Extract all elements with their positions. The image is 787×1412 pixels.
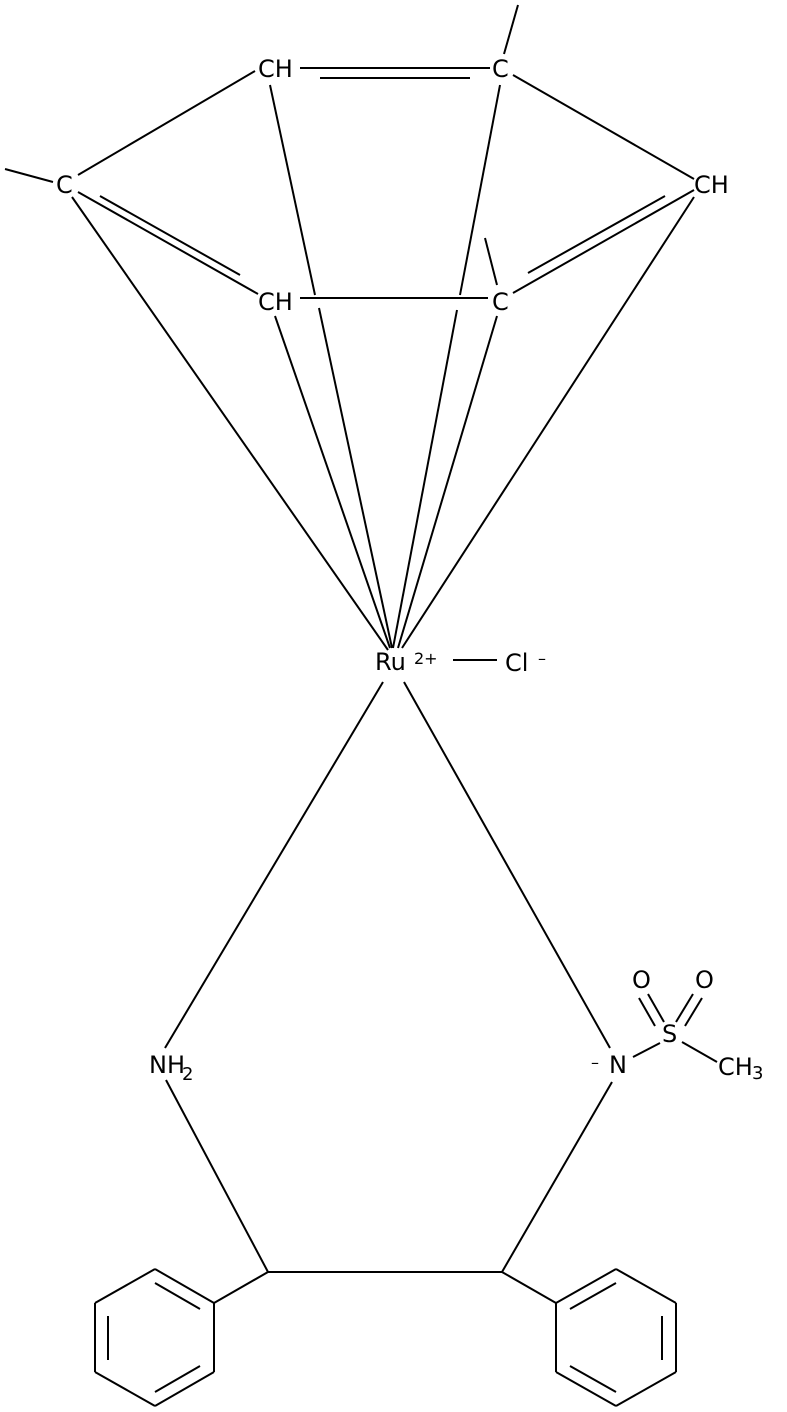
bond xyxy=(512,189,695,294)
arene-ring xyxy=(4,4,695,299)
bond xyxy=(647,993,665,1023)
bond xyxy=(675,993,694,1023)
atom-labels: CH C C CH CH C Ru 2+ Cl – NH 2 – N S O O… xyxy=(56,55,763,1085)
bond xyxy=(154,1282,201,1310)
bond xyxy=(269,84,316,296)
bond xyxy=(154,1365,201,1393)
bond xyxy=(501,1271,557,1304)
atom-label: CH xyxy=(258,288,293,316)
atom-label: C xyxy=(56,171,73,199)
phenyl-ring-left xyxy=(94,1268,215,1407)
bond xyxy=(527,195,666,274)
bond xyxy=(632,1042,661,1058)
bond xyxy=(569,1282,617,1310)
bond xyxy=(503,4,519,55)
eta6-coordination xyxy=(71,84,695,651)
bond xyxy=(681,1041,718,1063)
phenyl-ring-right xyxy=(555,1268,677,1407)
diamine-backbone xyxy=(165,1079,613,1304)
bond xyxy=(213,1271,269,1304)
bond xyxy=(555,1371,617,1407)
bond xyxy=(569,1365,617,1393)
ruthenium-charge: 2+ xyxy=(414,649,438,668)
bond xyxy=(77,191,259,295)
bond xyxy=(555,1268,617,1304)
atom-label: C xyxy=(492,288,509,316)
bond xyxy=(684,997,703,1027)
amine-subscript: 2 xyxy=(182,1064,193,1085)
oxygen-label: O xyxy=(695,966,714,994)
bond xyxy=(99,195,241,276)
bond xyxy=(403,681,611,1049)
amide-label: N xyxy=(609,1051,627,1079)
bond xyxy=(318,307,393,649)
bond xyxy=(401,196,695,649)
amine-label: NH xyxy=(149,1051,185,1079)
bond xyxy=(274,315,391,649)
sulfonyl-group xyxy=(632,993,718,1063)
methyl-subscript: 3 xyxy=(752,1063,763,1084)
bond xyxy=(615,1268,677,1304)
bond xyxy=(615,1371,677,1407)
bond xyxy=(501,1081,613,1273)
chloride-charge: – xyxy=(538,649,546,668)
bond xyxy=(512,74,695,180)
bond xyxy=(71,196,389,651)
bond xyxy=(165,1079,269,1273)
bond xyxy=(392,309,458,649)
atom-label: CH xyxy=(694,171,729,199)
sulfur-label: S xyxy=(662,1020,677,1048)
methyl-label: CH xyxy=(718,1053,753,1081)
bond xyxy=(94,1371,156,1407)
bond xyxy=(638,997,656,1027)
chloride-label: Cl xyxy=(505,649,528,677)
bond xyxy=(94,1268,156,1304)
bond xyxy=(154,1371,215,1407)
bond xyxy=(459,84,501,296)
bond xyxy=(164,681,384,1049)
bond xyxy=(397,315,498,649)
bond xyxy=(154,1268,215,1304)
atom-label: CH xyxy=(258,55,293,83)
bond xyxy=(484,237,498,286)
bond xyxy=(77,70,256,176)
amide-charge: – xyxy=(591,1053,599,1072)
bond xyxy=(4,168,54,183)
oxygen-label: O xyxy=(632,966,651,994)
atom-label: C xyxy=(492,55,509,83)
ruthenium-label: Ru xyxy=(375,648,406,676)
